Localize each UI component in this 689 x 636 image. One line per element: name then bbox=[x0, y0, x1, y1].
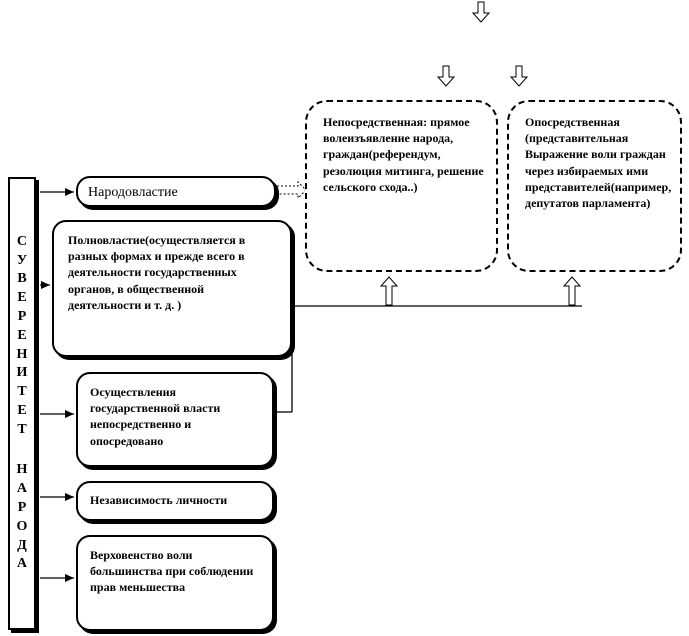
title-letter: Н bbox=[16, 346, 28, 362]
dotted-arrow-narod bbox=[276, 180, 307, 200]
dashed-box-oposredstvennaya: Опосредственная (представительная Выраже… bbox=[507, 100, 682, 272]
title-letter: А bbox=[16, 481, 28, 497]
box-osushchestvlenie: Осуществления государственной власти неп… bbox=[76, 372, 274, 467]
title-letter: Н bbox=[16, 462, 28, 478]
title-letter: Е bbox=[17, 402, 27, 418]
title-letter: Д bbox=[17, 537, 27, 553]
bracket-lines bbox=[276, 302, 582, 413]
top-hollow-arrow-center bbox=[471, 1, 491, 23]
box-narodovlastie: Народовластие bbox=[76, 176, 276, 207]
title-letter: Р bbox=[17, 500, 27, 516]
top-hollow-arrow-left bbox=[436, 65, 456, 87]
dashed-box-neposredstvennaya: Непосредственная: прямое волеизъявление … bbox=[305, 100, 498, 272]
title-letter: А bbox=[16, 556, 28, 572]
title-letter: О bbox=[16, 518, 28, 534]
box-nezavisimost: Независимость личности bbox=[76, 481, 274, 521]
box-polnovlastie: Полновластие(осуществляется в разных фор… bbox=[52, 220, 292, 357]
top-hollow-arrow-right bbox=[509, 65, 529, 87]
box-verkhovenstvo: Верховенство воли большинства при соблюд… bbox=[76, 535, 274, 631]
title-letter: И bbox=[16, 365, 28, 381]
title-letter: У bbox=[16, 252, 28, 268]
title-letter: Е bbox=[17, 290, 27, 306]
title-letter: С bbox=[16, 233, 28, 249]
up-hollow-arrow-right bbox=[562, 276, 582, 306]
title-letter: Е bbox=[17, 327, 27, 343]
connector-arrows bbox=[40, 188, 74, 582]
up-hollow-arrow-left bbox=[379, 276, 399, 306]
title-letter: Р bbox=[17, 308, 27, 324]
title-letter: Т bbox=[17, 384, 27, 400]
title-letter: Т bbox=[17, 421, 27, 437]
title-letter: В bbox=[17, 271, 27, 287]
